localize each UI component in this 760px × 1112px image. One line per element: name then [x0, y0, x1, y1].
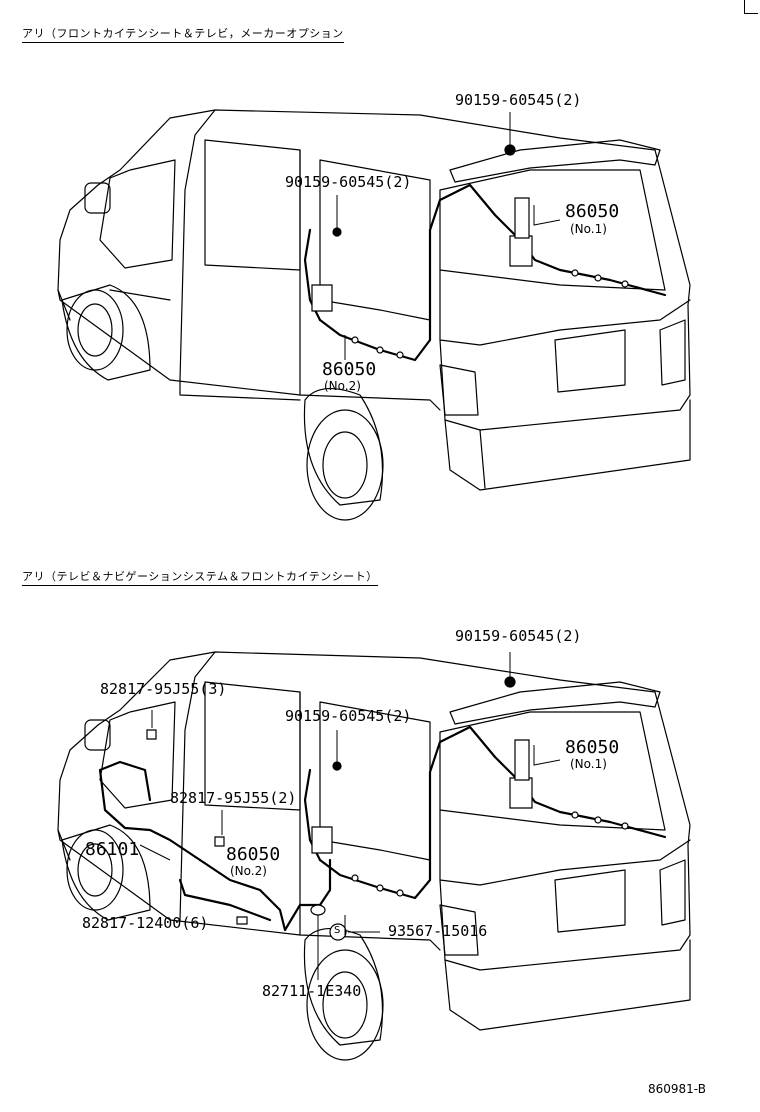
bottom-grommet-label: 93567-15016: [388, 922, 488, 940]
top-antenna-side-no: (No.2): [324, 379, 361, 393]
bottom-antenna-side-no: (No.2): [230, 864, 267, 878]
top-bolt-roof-label: 90159-60545(2): [455, 91, 582, 109]
top-antenna-rear-label: 86050: [565, 201, 620, 222]
top-antenna-rear-no: (No.1): [570, 222, 607, 236]
bottom-van-illustration: [0, 560, 760, 1100]
bottom-clamp-lower-label: 82817-12400(6): [82, 914, 209, 932]
bottom-antenna-rear-label: 86050: [565, 737, 620, 758]
bottom-antenna-side-label: 86050: [226, 844, 281, 865]
top-van-illustration: [0, 0, 760, 560]
bottom-cord-label: 86101: [85, 839, 140, 860]
figure-id: 860981-B: [648, 1082, 706, 1096]
bottom-bolt-roof-label: 90159-60545(2): [455, 627, 582, 645]
bottom-clamp-mid-label: 82817-95J55(2): [170, 789, 297, 807]
bottom-bolt-pillar-label: 90159-60545(2): [285, 707, 412, 725]
corner-mark: [744, 0, 758, 14]
top-heading: アリ（フロントカイテンシート＆テレビ，メーカーオプション: [22, 25, 344, 43]
bottom-antenna-rear-no: (No.1): [570, 757, 607, 771]
bottom-grommet-mark: S: [334, 925, 341, 936]
top-bolt-pillar-label: 90159-60545(2): [285, 173, 412, 191]
bottom-wire-sub-label: 82711-1E340: [262, 982, 362, 1000]
bottom-heading: アリ（テレビ＆ナビゲーションシステム＆フロントカイテンシート）: [22, 568, 378, 586]
bottom-clamp-upper-label: 82817-95J55(3): [100, 680, 227, 698]
top-antenna-side-label: 86050: [322, 359, 377, 380]
